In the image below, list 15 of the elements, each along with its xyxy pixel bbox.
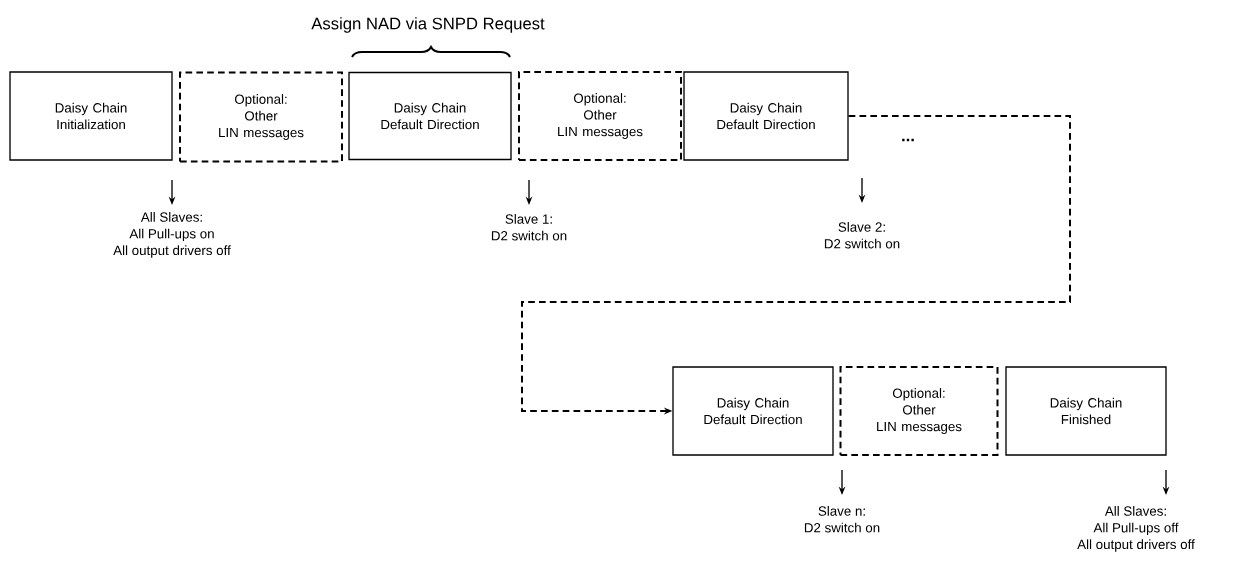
optional-step-box: Optional: Other LIN messages: [839, 366, 999, 456]
state-note: Slave n: D2 switch on: [804, 506, 880, 533]
optional-step-box: Optional: Other LIN messages: [518, 71, 682, 161]
process-box: Daisy Chain Initialization: [9, 71, 173, 161]
state-note: Slave 1: D2 switch on: [491, 214, 567, 241]
optional-step-box: Optional: Other LIN messages: [179, 71, 343, 163]
state-note: All Slaves: All Pull-ups off All output drivers off: [1077, 506, 1195, 552]
process-box: Daisy Chain Finished: [1005, 366, 1167, 456]
process-box: Daisy Chain Default Direction: [672, 366, 834, 456]
process-box: Daisy Chain Default Direction: [348, 71, 512, 161]
state-note: Slave 2: D2 switch on: [824, 222, 900, 249]
ellipsis: ...: [902, 138, 914, 142]
process-box: Daisy Chain Default Direction: [683, 71, 849, 161]
state-note: All Slaves: All Pull-ups on All output drivers off: [113, 212, 231, 258]
title-label: Assign NAD via SNPD Request: [311, 17, 545, 33]
